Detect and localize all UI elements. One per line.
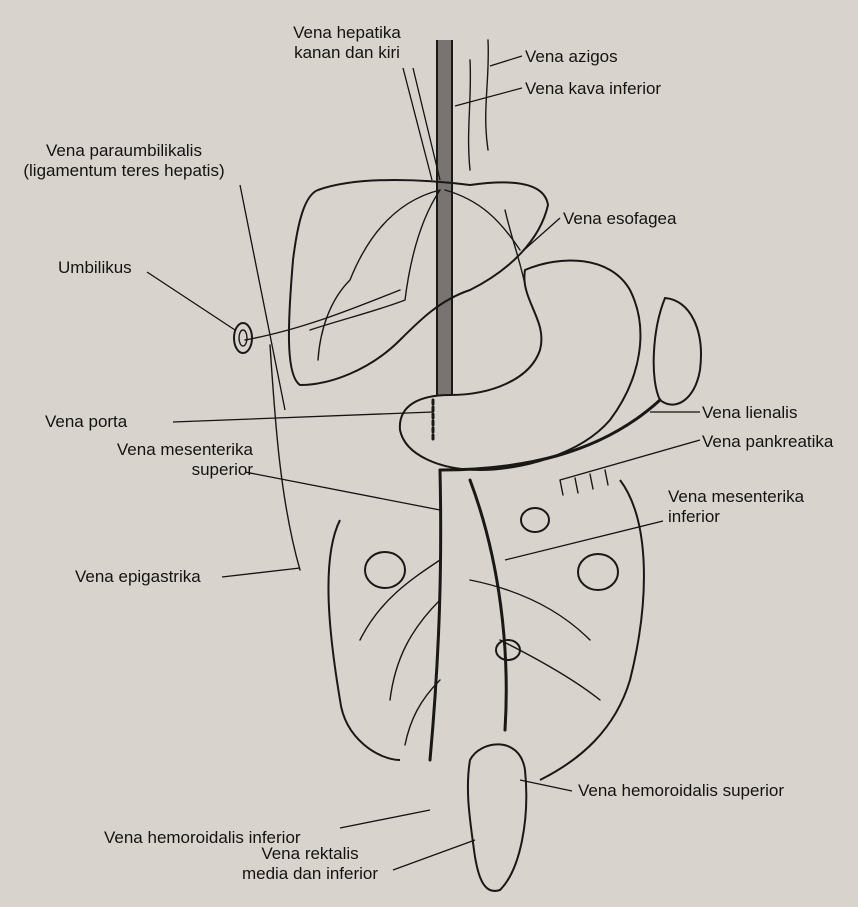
- vena-mesenterika-superior-vessel: [430, 470, 441, 760]
- label-vena-paraumbilikalis-line2: (ligamentum teres hepatis): [6, 161, 242, 181]
- label-vena-paraumbilikalis: Vena paraumbilikalis (ligamentum teres h…: [6, 141, 242, 181]
- label-vena-epigastrika: Vena epigastrika: [75, 567, 201, 587]
- label-vena-mesenterika-superior-line2: superior: [70, 460, 253, 480]
- label-vena-porta: Vena porta: [45, 412, 127, 432]
- colon-section-mid: [521, 508, 549, 532]
- label-vena-hepatika-line1: Vena hepatika: [272, 23, 422, 43]
- label-vena-mesenterika-inferior-line1: Vena mesenterika: [668, 487, 804, 507]
- vena-kava-inferior-vessel: [437, 40, 452, 395]
- rectum-shape: [468, 744, 526, 891]
- label-vena-kava-inferior: Vena kava inferior: [525, 79, 661, 99]
- label-vena-mesenterika-superior: Vena mesenterika superior: [70, 440, 253, 480]
- label-vena-hemoroidalis-superior: Vena hemoroidalis superior: [578, 781, 784, 801]
- colon-section-right: [578, 554, 618, 590]
- label-vena-lienalis: Vena lienalis: [702, 403, 797, 423]
- label-vena-rektalis-line1: Vena rektalis: [222, 844, 398, 864]
- bowel-section-lower: [496, 640, 520, 660]
- mesenteric-vein-branches: [360, 560, 600, 745]
- vena-azigos-vessel: [469, 40, 489, 170]
- vena-lienalis-vessel: [440, 400, 660, 470]
- colon-section-left: [365, 552, 405, 588]
- label-vena-esofagea: Vena esofagea: [563, 209, 676, 229]
- label-vena-rektalis-line2: media dan inferior: [222, 864, 398, 884]
- label-vena-azigos: Vena azigos: [525, 47, 618, 67]
- liver-vein-branches: [310, 190, 520, 360]
- umbilikus-shape: [234, 323, 252, 353]
- label-vena-hepatika: Vena hepatika kanan dan kiri: [272, 23, 422, 63]
- label-vena-mesenterika-inferior-line2: inferior: [668, 507, 804, 527]
- vena-mesenterika-inferior-vessel: [470, 480, 506, 730]
- colon-shape: [328, 480, 643, 780]
- label-vena-paraumbilikalis-line1: Vena paraumbilikalis: [6, 141, 242, 161]
- vena-esofagea-vessel: [505, 210, 525, 285]
- liver-shape: [289, 180, 548, 385]
- label-vena-mesenterika-inferior: Vena mesenterika inferior: [668, 487, 804, 527]
- label-vena-pankreatika: Vena pankreatika: [702, 432, 833, 452]
- label-vena-hepatika-line2: kanan dan kiri: [272, 43, 422, 63]
- label-vena-mesenterika-superior-line1: Vena mesenterika: [70, 440, 253, 460]
- spleen-shape: [654, 298, 701, 405]
- label-vena-rektalis: Vena rektalis media dan inferior: [222, 844, 398, 884]
- label-umbilikus: Umbilikus: [58, 258, 132, 278]
